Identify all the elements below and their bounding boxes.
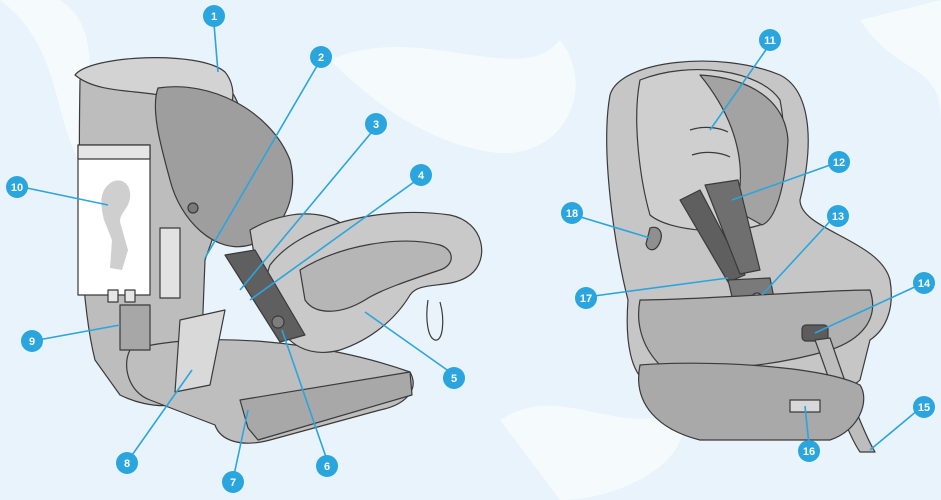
callout-number: 4 xyxy=(418,170,425,182)
callout-number: 1 xyxy=(211,11,217,23)
callout-number: 15 xyxy=(918,402,930,414)
callout-number: 17 xyxy=(580,293,592,305)
right-base xyxy=(638,362,865,441)
callout-badge-1: 1 xyxy=(203,5,225,27)
left-label-tab-1 xyxy=(107,289,119,303)
left-shield-inner xyxy=(299,240,452,312)
callout-leader-lines xyxy=(21,23,920,476)
right-car-seat xyxy=(606,60,892,453)
right-seat-cushion xyxy=(638,289,874,370)
callout-number: 16 xyxy=(803,446,815,458)
callout-badge-5: 5 xyxy=(443,367,465,389)
callout-badge-2: 2 xyxy=(310,46,332,68)
callout-number: 2 xyxy=(318,52,324,64)
callout-number: 13 xyxy=(832,211,844,223)
callout-number: 14 xyxy=(918,278,931,290)
left-base-foot xyxy=(239,371,413,441)
right-headrest-adjuster xyxy=(645,226,662,251)
callout-badge-9: 9 xyxy=(21,330,43,352)
left-car-seat xyxy=(74,57,483,444)
left-belt-lock xyxy=(271,315,285,329)
callout-number: 12 xyxy=(833,157,845,169)
callout-badge-15: 15 xyxy=(913,396,935,418)
left-rear-strip xyxy=(159,227,181,299)
callout-badge-4: 4 xyxy=(410,164,432,186)
left-label-figure xyxy=(101,180,131,270)
left-label-tab-2 xyxy=(124,289,136,303)
callout-number: 18 xyxy=(566,208,578,220)
callout-badge-10: 10 xyxy=(6,176,28,198)
callout-number: 3 xyxy=(373,119,379,131)
callout-badge-16: 16 xyxy=(798,440,820,462)
right-shoulder-pad xyxy=(704,179,761,275)
left-shield-loop xyxy=(426,299,444,341)
callout-badge-7: 7 xyxy=(222,471,244,493)
left-belt-strap xyxy=(224,249,306,343)
callout-badge-14: 14 xyxy=(913,272,935,294)
right-harness-left xyxy=(679,189,746,283)
callout-number: 5 xyxy=(451,373,457,385)
callout-number: 7 xyxy=(230,477,236,489)
callout-badge-8: 8 xyxy=(116,452,138,474)
callout-number: 9 xyxy=(29,336,35,348)
callout-badge-12: 12 xyxy=(828,151,850,173)
callout-number: 11 xyxy=(764,35,776,47)
left-storage-pocket xyxy=(119,304,151,351)
left-headrest-screw xyxy=(187,202,199,214)
callout-badge-17: 17 xyxy=(575,287,597,309)
callout-number: 10 xyxy=(11,182,23,194)
callout-badge-6: 6 xyxy=(316,455,338,477)
left-side-panel xyxy=(174,309,226,393)
callout-number: 6 xyxy=(324,461,330,473)
callout-badge-3: 3 xyxy=(365,113,387,135)
callout-badge-11: 11 xyxy=(759,29,781,51)
callout-badge-13: 13 xyxy=(827,205,849,227)
callout-number: 8 xyxy=(124,458,130,470)
left-instruction-header xyxy=(77,144,151,160)
callout-badge-18: 18 xyxy=(561,202,583,224)
